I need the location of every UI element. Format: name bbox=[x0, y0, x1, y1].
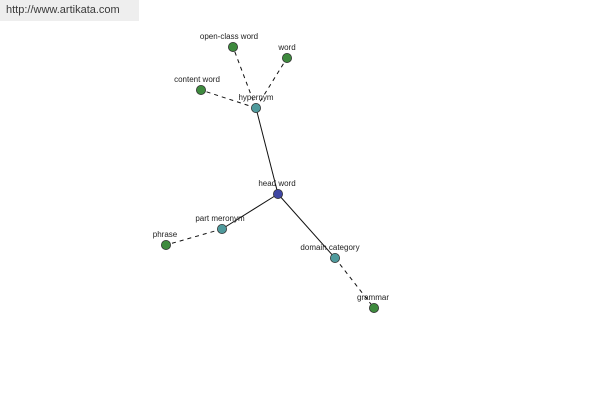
watermark-url: http://www.artikata.com bbox=[0, 0, 139, 21]
edge-hypernym-content-word bbox=[200, 89, 257, 109]
node-label-head-word: head word bbox=[258, 179, 295, 188]
node-label-word: word bbox=[277, 43, 295, 52]
node-word[interactable] bbox=[281, 53, 292, 64]
nodes-layer bbox=[160, 42, 379, 313]
edge-hypernym-open-class-word bbox=[232, 46, 257, 109]
node-head-word[interactable] bbox=[272, 188, 283, 199]
node-label-hypernym: hypernym bbox=[238, 93, 273, 102]
node-label-phrase: phrase bbox=[153, 230, 178, 239]
edge-hypernym-word bbox=[255, 57, 288, 109]
node-hypernym[interactable] bbox=[250, 103, 261, 114]
node-label-domain-category: domain category bbox=[300, 243, 359, 252]
node-content-word[interactable] bbox=[195, 85, 206, 96]
edge-domain-category-grammar bbox=[334, 257, 375, 309]
node-label-content-word: content word bbox=[174, 75, 220, 84]
node-domain-category[interactable] bbox=[329, 252, 340, 263]
edge-head-word-domain-category bbox=[277, 193, 336, 259]
edge-part-meronym-phrase bbox=[165, 228, 223, 246]
labels-layer: head word hypernym part meronym domain cate… bbox=[153, 32, 390, 302]
node-open-class-word[interactable] bbox=[227, 42, 238, 53]
edge-head-word-part-meronym bbox=[221, 193, 279, 230]
node-label-part-meronym: part meronym bbox=[195, 214, 245, 223]
edges-layer bbox=[165, 46, 375, 309]
node-label-open-class-word: open-class word bbox=[200, 32, 258, 41]
node-label-grammar: grammar bbox=[357, 293, 389, 302]
node-grammar[interactable] bbox=[368, 302, 379, 313]
node-part-meronym[interactable] bbox=[216, 223, 227, 234]
edge-head-word-hypernym bbox=[255, 107, 279, 195]
node-phrase[interactable] bbox=[160, 239, 171, 250]
